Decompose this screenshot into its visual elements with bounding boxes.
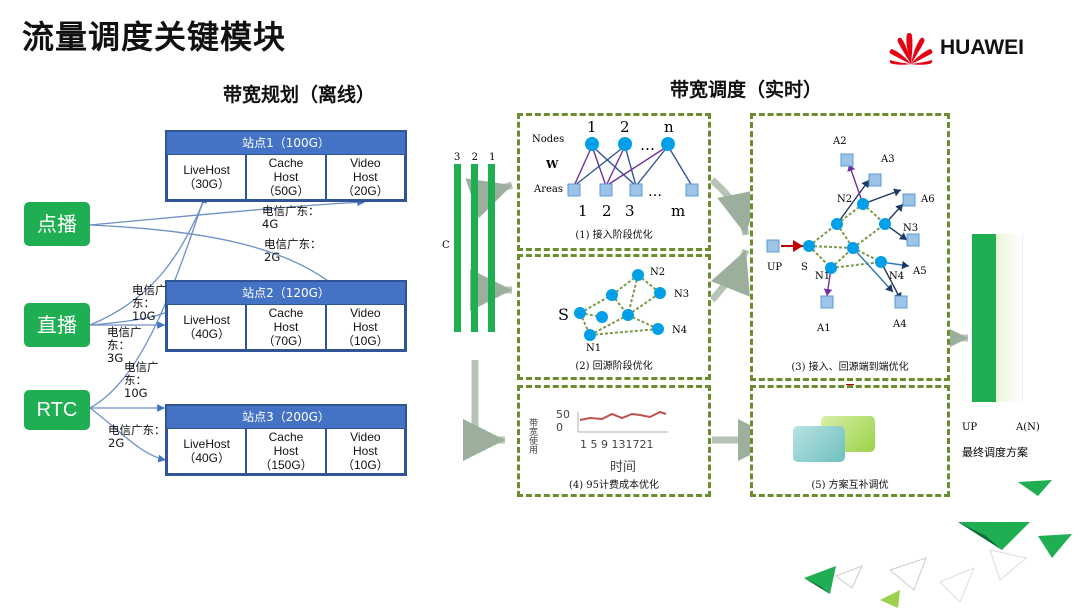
final-label-up: UP: [962, 422, 978, 433]
slide-title: 流量调度关键模块: [22, 18, 287, 56]
node-label: 1: [587, 118, 597, 136]
node-label: A4: [893, 319, 907, 330]
node-label: N3: [674, 289, 690, 300]
flow-label: 电信广东：2G: [264, 237, 322, 264]
brand-name: HUAWEI: [940, 36, 1024, 59]
area-label: 1: [578, 202, 588, 220]
node-label: UP: [767, 262, 783, 273]
service-vod: 点播: [24, 202, 90, 246]
area-label: …: [648, 184, 662, 200]
input-bar-labels: 3 2 1: [454, 152, 496, 163]
livehost-cell: LiveHost（40G）: [167, 304, 247, 350]
module-complementary-tuning: (5) 方案互补调优: [750, 385, 950, 497]
bipartite-graph: [567, 137, 699, 197]
input-bar-1: [488, 164, 495, 332]
row-label-nodes: Nodes: [532, 134, 565, 145]
input-bar-3: [454, 164, 461, 332]
area-label: m: [671, 202, 686, 220]
node-label: …: [640, 136, 655, 154]
node-label: N4: [889, 271, 905, 282]
node-label: A3: [881, 154, 895, 165]
node-label: S: [558, 305, 569, 324]
usage-chart: [577, 410, 668, 433]
area-label: 2: [602, 202, 612, 220]
realtime-section-title: 带宽调度（实时）: [670, 79, 823, 101]
module-caption: (1) 接入阶段优化: [575, 230, 653, 241]
chart-x-label: 时间: [610, 460, 637, 475]
row-label-w: W: [546, 158, 559, 171]
node-label: N1: [586, 343, 602, 354]
decorative-triangles: [804, 480, 1072, 608]
area-label: 3: [625, 202, 635, 220]
input-label: C: [442, 240, 450, 251]
flow-label: 电信广东：3G: [107, 325, 142, 365]
scheme-block-teal: [793, 426, 845, 462]
module-origin-optimization: S N1 N2 N3 N4 (2) 回源阶段优化: [517, 254, 711, 380]
module-caption: (2) 回源阶段优化: [575, 361, 653, 372]
end-to-end-graph: [766, 153, 920, 309]
flow-label: 电信广东：10G: [132, 283, 167, 323]
node-label: N1: [815, 271, 831, 282]
node-label: A6: [921, 194, 935, 205]
module-end-to-end-optimization: UP S N1 N2 N3 N4 A1 A2 A3 A4 A5 A6 (3) 接…: [750, 113, 950, 381]
final-caption: 最终调度方案: [962, 446, 1028, 459]
final-bar: [972, 234, 996, 402]
node-label: A1: [817, 323, 831, 334]
service-live: 直播: [24, 303, 90, 347]
flow-label: 电信广东：4G: [262, 204, 320, 231]
flow-label: 电信广东：2G: [108, 423, 166, 450]
final-label-an: A(N): [1016, 422, 1040, 433]
row-label-areas: Areas: [534, 184, 564, 195]
input-bar-2: [471, 164, 478, 332]
module-caption: (4) 95计费成本优化: [568, 480, 660, 491]
node-label: A2: [833, 136, 847, 147]
service-rtc: RTC: [24, 390, 90, 430]
module-access-optimization: Nodes W Areas 1 2 … n 1 2 3 … m (1) 接入阶段…: [517, 113, 711, 251]
module-caption: (5) 方案互补调优: [811, 480, 889, 491]
node-label: N3: [903, 223, 919, 234]
node-label: A5: [913, 266, 927, 277]
node-label: N2: [650, 267, 666, 278]
chart-x-ticks: 1 5 9 131721: [580, 438, 654, 451]
livehost-cell: LiveHost（40G）: [167, 428, 247, 474]
livehost-cell: LiveHost（30G）: [167, 154, 247, 200]
origin-graph: [574, 269, 666, 341]
site-title: 站点1（100G）: [167, 132, 405, 154]
flow-label: 电信广东：10G: [124, 360, 159, 400]
node-label: N4: [672, 325, 688, 336]
huawei-logo-icon: [889, 32, 933, 65]
module-caption: (3) 接入、回源端到端优化: [791, 362, 909, 373]
brand: HUAWEI: [888, 30, 1024, 66]
offline-section-title: 带宽规划（离线）: [223, 84, 376, 106]
chart-y-label: 带宽使用: [527, 418, 537, 454]
node-label: n: [664, 118, 674, 136]
final-bar-shade: [996, 234, 1023, 402]
node-label: N2: [837, 194, 853, 205]
site-title: 站点3（200G）: [167, 406, 405, 428]
node-label: 2: [620, 118, 630, 136]
site-title: 站点2（120G）: [167, 282, 405, 304]
node-label: S: [801, 262, 808, 273]
